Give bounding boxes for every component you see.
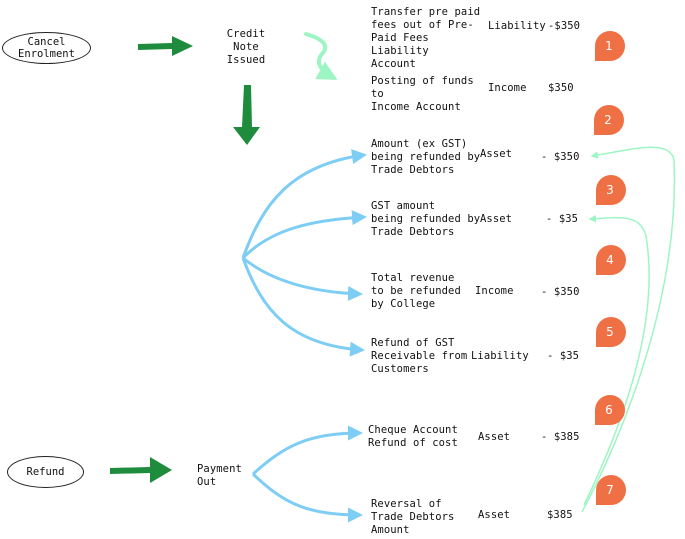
arrow-icon [242,256,363,302]
refund-node: Refund [7,456,84,488]
map-pin-icon [596,317,626,347]
entry-description: Posting of funds to Income Account [371,75,474,113]
marker-number: 4 [606,253,614,267]
entry-amount: - $385 [541,431,580,443]
arrow-icon [241,210,367,260]
payment-out-label: Payment Out [197,463,242,488]
entry-description: Transfer pre paid fees out of Pre- Paid … [371,6,481,70]
entry-account-type: Income [475,285,514,297]
marker-number: 6 [605,403,613,417]
map-pin-icon [595,31,625,61]
entry-account-type: Liability [488,20,546,32]
marker-number: 7 [606,483,614,497]
entry-amount: $385 [547,509,573,521]
entry-amount: - $350 [541,286,580,298]
entry-account-type: Liability [471,350,529,362]
entry-account-type: Income [488,82,527,94]
arrow-icon [138,36,193,56]
arrow-icon [241,149,367,259]
entry-description: Reversal of Trade Debtors Amount [371,498,455,536]
entry-account-type: Asset [480,148,513,160]
entry-account-type: Asset [478,509,511,521]
arrow-icon [241,257,365,357]
entry-description: Amount (ex GST) being refunded by Trade … [371,138,481,176]
map-pin-icon [596,475,626,505]
map-pin-icon [596,245,626,275]
arrow-icon [110,457,172,483]
arrow-icon [251,425,363,476]
entry-account-type: Asset [478,431,511,443]
arrow-icon [581,146,676,513]
entry-description: GST amount being refunded by Trade Debto… [371,200,481,238]
marker-number: 1 [605,39,613,53]
entry-account-type: Asset [480,213,513,225]
map-pin-icon [594,105,624,135]
cancel-enrolment-node: Cancel Enrolment [2,32,91,64]
marker-number: 2 [604,113,612,127]
map-pin-icon [595,395,625,425]
entry-amount: $350 [548,82,574,94]
entry-amount: - $35 [546,213,579,225]
credit-note-issued-label: Credit Note Issued [226,28,266,66]
entry-amount: - $350 [541,151,580,163]
marker-number: 5 [606,325,614,339]
arrow-icon [583,215,650,506]
entry-amount: -$350 [548,20,581,32]
entry-description: Total revenue to be refunded by College [371,272,461,310]
arrow-icon [304,32,338,80]
arrow-icon [233,85,260,145]
entry-description: Cheque Account Refund of cost [368,424,458,449]
entry-amount: - $35 [547,350,580,362]
map-pin-icon [596,175,626,205]
entry-description: Refund of GST Receivable from Customers [371,337,468,375]
arrow-icon [251,472,363,523]
marker-number: 3 [606,183,614,197]
